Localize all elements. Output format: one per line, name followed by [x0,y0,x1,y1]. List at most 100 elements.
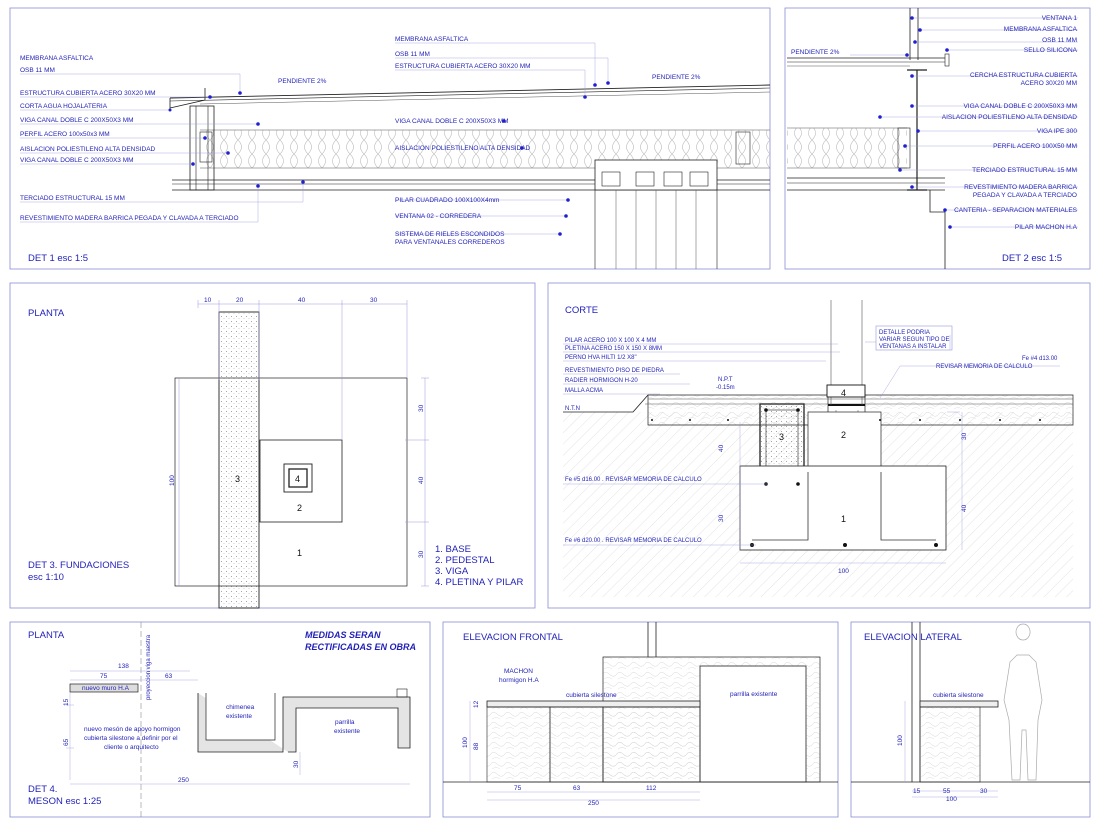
elev-frontal-dim-3: 250 [588,800,599,807]
corte-detalle-0: DETALLE PODRIA [879,330,930,336]
det4-dim-3: 15 [63,698,70,706]
det3-num-4: 4 [295,474,300,484]
det3-dim-right-0: 30 [418,404,425,412]
det3-dim-top-3: 30 [370,297,378,304]
corte-fe-mid: Fe #5 d16.00 . REVISAR MEMORIA DE CALCUL… [565,477,702,483]
det4-dim-5: 30 [293,760,300,768]
corte-label-3: REVESTIMIENTO PISO DE PIEDRA [565,368,664,374]
det1-labels: MEMBRANA ASFALTICA OSB 11 MM ESTRUCTURA … [20,36,701,264]
det2-label-2: OSB 11 MM [1042,37,1077,44]
elev-frontal-dim-1: 63 [573,785,581,792]
det1-mid-label-0: VIGA CANAL DOBLE C 200X50X3 MM [395,118,509,125]
det1-title: DET 1 esc 1:5 [28,253,88,264]
elev-frontal-parrilla: parrilla existente [730,691,778,698]
det1-label-2: ESTRUCTURA CUBIERTA ACERO 30X20 MM [20,90,156,97]
det1-label-4: VIGA CANAL DOBLE C 200X50X3 MM [20,117,134,124]
corte-label-2: PERNO HVA HILTI 1/2 X8" [565,355,637,361]
corte-label-5: MALLA ACMA [565,388,603,394]
elev-lateral-dim-3: 100 [946,796,957,803]
det1-top-label-2: ESTRUCTURA CUBIERTA ACERO 30X20 MM [395,63,531,70]
det4-label-meson-1: cubierta silestone a definir por el [84,735,178,742]
det1-drawing [20,42,771,269]
det4-label-chimenea-0: chimenea [226,704,255,711]
elev-frontal-drawing [443,622,838,801]
det4-label-chimenea-1: existente [226,713,252,720]
det1-label-9: REVESTIMIENTO MADERA BARRICA PEGADA Y CL… [20,215,239,222]
det4-label-parrilla-1: existente [334,728,360,735]
det2-label-1: MEMBRANA ASFALTICA [1004,26,1078,33]
det3-legend-0: 1. BASE [435,544,471,555]
det2-drawing [787,8,1078,269]
corte-fe-low: Fe #6 d20.00 . REVISAR MEMORIA DE CALCUL… [565,538,702,544]
det3-footer-0: DET 3. FUNDACIONES [28,560,129,571]
det4-dim-0: 138 [118,663,129,670]
det4-note-1: RECTIFICADAS EN OBRA [305,642,416,652]
det1-label-0: MEMBRANA ASFALTICA [20,55,94,62]
det3-num-3: 3 [235,474,240,484]
det2-label-8: VIGA IPE 300 [1037,128,1077,135]
corte-dim-0: 40 [718,444,725,452]
corte-title: CORTE [565,305,598,316]
corte-npt-0: N.P.T [718,377,733,383]
det4-footer-1: MESON esc 1:25 [28,796,101,807]
det3-num-2: 2 [297,503,302,513]
det4-drawing [66,622,411,817]
corte-dim-3: 30 [961,432,968,440]
elev-frontal-labels: ELEVACION FRONTAL MACHON hormigon H.A cu… [462,632,778,807]
det3-footer-1: esc 1:10 [28,572,64,583]
det2-label-9: PERFIL ACERO 100X50 MM [993,143,1077,150]
det3-dim-top-0: 10 [204,297,212,304]
corte-npt-1: -0.15m [716,385,735,391]
elev-frontal-machon-0: MACHON [504,668,533,675]
det1-top-label-0: MEMBRANA ASFALTICA [395,36,469,43]
elev-frontal-dim-5: 100 [462,737,469,748]
det1-low-label-0: PILAR CUADRADO 100X100X4mm [395,197,499,204]
det3-drawing [174,300,429,609]
det4-title: PLANTA [28,630,65,641]
det3-labels: PLANTA 10 20 40 30 30 40 30 100 1 2 3 4 … [28,297,524,588]
elev-frontal-cubierta: cubierta silestone [566,692,617,699]
corte-dim-4: 40 [961,504,968,512]
det4-label-parrilla-0: parrilla [335,719,355,726]
det3-legend-3: 4. PLETINA Y PILAR [435,577,524,588]
det1-low-label-1: VENTANA 02 - CORREDERA [395,213,482,220]
det4-label-meson-2: cliente o arquitecto [104,744,159,751]
det2-label-7: AISLACION POLIESTILENO ALTA DENSIDAD [942,114,1078,121]
det2-label-4: CERCHA ESTRUCTURA CUBIERTA [970,72,1078,79]
det1-low-label-3: PARA VENTANALES CORREDEROS [395,239,505,246]
det1-label-7: VIGA CANAL DOBLE C 200X50X3 MM [20,157,134,164]
elev-frontal-machon-1: hormigon H.A [499,677,539,684]
det2-label-0: VENTANA 1 [1042,15,1078,22]
det1-top-label-1: OSB 11 MM [395,51,430,58]
det3-dim-right-2: 30 [418,550,425,558]
elev-frontal-dim-0: 75 [514,785,522,792]
elev-frontal-dim-6: 88 [473,742,480,750]
det2-label-13: CANTERIA - SEPARACION MATERIALES [954,207,1078,214]
det3-legend-1: 2. PEDESTAL [435,555,495,566]
corte-detalle-1: VARIAR SEGUN TIPO DE [879,337,949,343]
corte-label-1: PLETINA ACERO 150 X 150 X 8MM [565,346,662,352]
corte-num-3: 3 [779,432,784,442]
elev-lateral-labels: ELEVACION LATERAL cubierta silestone 15 … [864,632,988,803]
elev-lateral-dim-0: 15 [913,788,921,795]
elev-lateral-cubierta: cubierta silestone [933,692,984,699]
det2-labels: PENDIENTE 2% VENTANA 1 MEMBRANA ASFALTIC… [791,15,1078,264]
det3-dim-top-2: 40 [298,297,306,304]
corte-label-4: RADIER HORMIGON H-20 [565,378,638,384]
elev-lateral-dim-2: 30 [980,788,988,795]
det3-dim-top-1: 20 [236,297,244,304]
det4-note-0: MEDIDAS SERAN [305,630,381,640]
panel-frames [9,7,1091,818]
det2-label-3: SELLO SILICONA [1024,47,1078,54]
det4-label-muro: nuevo muro H.A [82,685,130,692]
corte-fe-top-0: Fe #4 d13.00 [1022,356,1058,362]
det1-label-5: PERFIL ACERO 100x50x3 MM [20,131,110,138]
corte-labels: CORTE PILAR ACERO 100 X 100 X 4 MM PLETI… [565,305,1058,575]
det4-label-meson-0: nuevo mesón de apoyo hormigon [84,726,181,733]
det3-title: PLANTA [28,308,65,319]
det3-num-1: 1 [297,548,302,558]
det1-label-8: TERCIADO ESTRUCTURAL 15 MM [20,195,125,202]
det4-dim-1: 75 [100,673,108,680]
det4-dim-2: 63 [165,673,173,680]
elev-lateral-drawing [851,622,1090,798]
